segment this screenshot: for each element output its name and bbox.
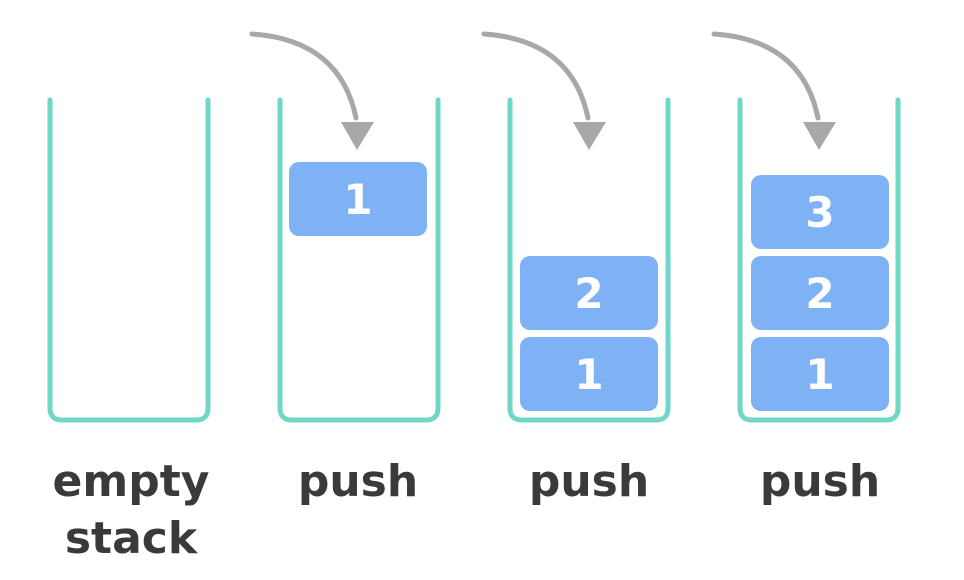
stack-block: 2 [520,256,658,330]
stage-push-3: 1 2 3 push [711,31,901,507]
stack-block: 1 [289,162,427,236]
stage-empty-stack: empty stack [47,97,211,564]
stack-block-label: 3 [805,188,834,237]
stack-block-label: 1 [805,350,834,399]
push-arrow-icon [249,31,359,121]
stack-block: 2 [751,256,889,330]
stage-caption: push [529,456,649,507]
stack-container [277,97,441,423]
stack-block-label: 2 [574,269,603,318]
stage-caption: empty [53,456,210,507]
stack-block-label: 1 [343,175,372,224]
stage-push-1: 1 push [249,31,441,507]
stack-container [737,97,901,423]
stage-caption: push [760,456,880,507]
stack-block-label: 1 [574,350,603,399]
stage-caption-line-2: stack [65,513,199,564]
stack-block: 3 [751,175,889,249]
push-arrow-icon [711,31,821,121]
push-arrow-head-icon [573,122,606,150]
stack-block: 1 [751,337,889,411]
push-arrow-head-icon [803,122,836,150]
stage-caption: push [298,456,418,507]
push-arrow-head-icon [341,122,374,150]
push-arrow-icon [481,31,591,121]
stack-container [47,97,211,423]
stack-block-label: 2 [805,269,834,318]
stack-container [507,97,671,423]
stack-block: 1 [520,337,658,411]
stage-push-2: 1 2 push [481,31,671,507]
